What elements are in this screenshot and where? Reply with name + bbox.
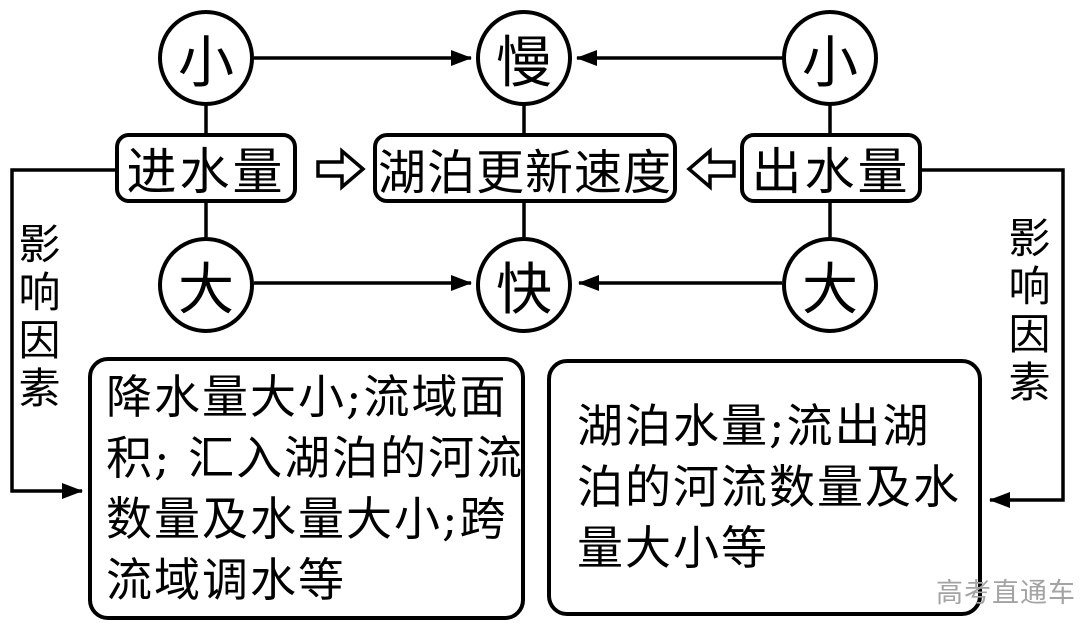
right-factor-bracket-arrow [922, 168, 1065, 508]
box-water-outflow: 出水量 [740, 133, 922, 203]
vertical-connectors [204, 104, 832, 237]
inflow-factors-line: 积; 汇入湖泊的河流 [106, 430, 525, 485]
hollow-arrow-left-icon [686, 147, 736, 191]
inflow-factors-box: 降水量大小;流域面 积; 汇入湖泊的河流 数量及水量大小;跨 流域调水等 [88, 357, 525, 620]
outflow-factors-line: 量大小等 [577, 521, 769, 575]
outflow-factors-box: 湖泊水量;流出湖 泊的河流数量及水 量大小等 [547, 359, 982, 616]
outflow-factors-line: 泊的河流数量及水 [577, 460, 961, 514]
watermark-text: 高考直通车 [936, 578, 1076, 609]
circle-renewal-slow: 慢 [476, 10, 572, 106]
outflow-factors-line: 湖泊水量;流出湖 [577, 399, 931, 453]
box-lake-renewal-speed: 湖泊更新速度 [373, 133, 677, 203]
circle-outflow-large: 大 [782, 237, 878, 333]
row-arrows [254, 50, 782, 291]
hollow-arrow-right-icon [316, 147, 366, 191]
inflow-factors-line: 数量及水量大小;跨 [106, 491, 508, 546]
circle-inflow-large: 大 [158, 237, 254, 333]
left-influencing-factors-label: 影响因素 [12, 222, 61, 414]
left-factor-bracket-arrow [10, 168, 115, 499]
right-influencing-factors-label: 影响因素 [1002, 216, 1051, 408]
box-water-inflow: 进水量 [115, 133, 297, 203]
circle-outflow-small: 小 [782, 10, 878, 106]
circle-inflow-small: 小 [158, 10, 254, 106]
inflow-factors-line: 流域调水等 [106, 552, 346, 607]
circle-renewal-fast: 快 [476, 237, 572, 333]
inflow-factors-line: 降水量大小;流域面 [106, 369, 508, 424]
